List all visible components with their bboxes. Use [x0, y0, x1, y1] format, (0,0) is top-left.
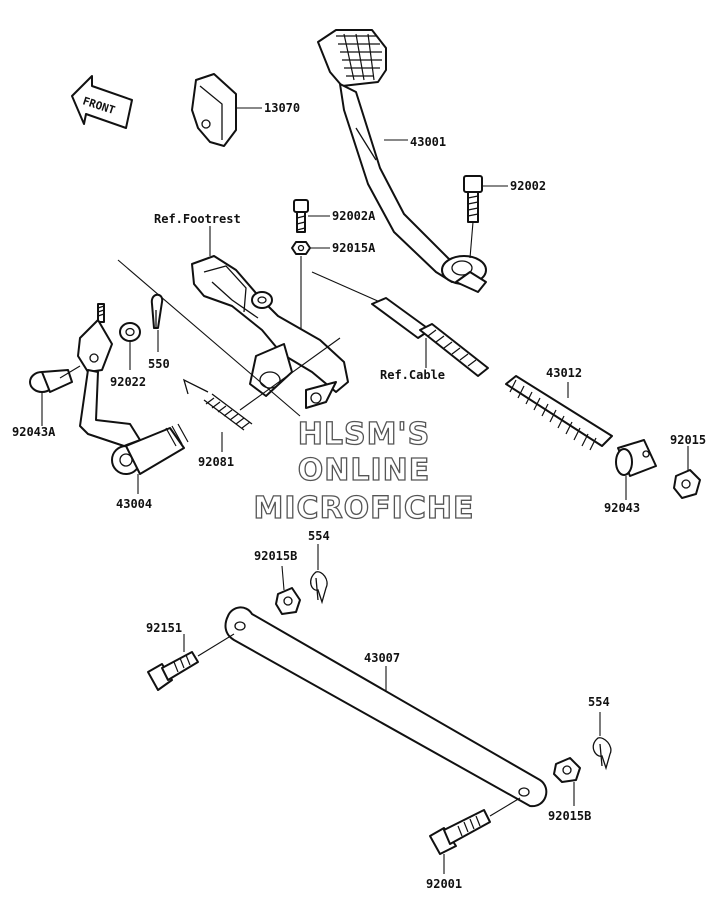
- axis-92001: [489, 797, 521, 817]
- brake-pedal-43001-part: [317, 29, 487, 293]
- axis-shaft-right: [239, 337, 341, 411]
- label-13070: 13070: [264, 101, 300, 115]
- label-92015b-top: 92015B: [254, 549, 297, 563]
- nut-92015b-bottom-part: [553, 757, 581, 783]
- brake-cable-part: [371, 297, 489, 377]
- label-43004: 43004: [116, 497, 152, 511]
- axis-pedal-pivot: [311, 271, 381, 303]
- cotter-pin-550-part: [150, 293, 164, 329]
- rod-43007-part: [224, 606, 548, 808]
- nut-92015-part: [673, 469, 701, 499]
- label-92015a: 92015A: [332, 241, 376, 255]
- clip-554-bottom-part: [592, 737, 612, 771]
- label-92002: 92002: [510, 179, 546, 193]
- label-92002a: 92002A: [332, 209, 376, 223]
- bolt-92001-part: [429, 809, 491, 855]
- label-92081: 92081: [198, 455, 234, 469]
- label-43012: 43012: [546, 366, 582, 380]
- arm-43004-part: [77, 303, 189, 475]
- watermark-line-3: MICROFICHE: [254, 491, 475, 526]
- clip-554-top-part: [310, 571, 328, 605]
- nut-92015b-top-part: [275, 587, 301, 615]
- spring-92081-part: [182, 378, 253, 431]
- label-92151: 92151: [146, 621, 182, 635]
- footrest-bracket-part: [191, 255, 349, 409]
- label-43001: 43001: [410, 135, 446, 149]
- nut-92015a-part: [291, 241, 311, 255]
- label-92022: 92022: [110, 375, 146, 389]
- collar-92043-part: [615, 439, 657, 477]
- watermark-line-1: HLSM'S: [298, 417, 430, 452]
- spring-43012-part: [505, 375, 613, 451]
- watermark-line-2: ONLINE: [298, 453, 431, 488]
- front-arrow-icon: FRONT: [71, 75, 133, 129]
- label-92001: 92001: [426, 877, 462, 891]
- label-550: 550: [148, 357, 170, 371]
- pin-92043a-part: [29, 365, 81, 393]
- leader-92015b-top: [281, 565, 285, 591]
- bolt-92002a-part: [293, 199, 309, 233]
- axis-92151: [197, 633, 235, 657]
- label-92015: 92015: [670, 433, 706, 447]
- guide-13070-part: [191, 73, 237, 147]
- label-ref-cable: Ref.Cable: [380, 368, 445, 382]
- label-92043: 92043: [604, 501, 640, 515]
- bolt-92151-part: [147, 651, 199, 691]
- axis-shaft-left: [117, 259, 301, 417]
- label-92043a: 92043A: [12, 425, 56, 439]
- label-ref-footrest: Ref.Footrest: [154, 212, 241, 226]
- leader-92002-axis: [469, 221, 474, 259]
- label-554-top: 554: [308, 529, 330, 543]
- label-92015b-bottom: 92015B: [548, 809, 591, 823]
- washer-92022-part: [119, 322, 141, 342]
- label-554-bottom: 554: [588, 695, 610, 709]
- bolt-92002-part: [463, 175, 483, 223]
- label-43007: 43007: [364, 651, 400, 665]
